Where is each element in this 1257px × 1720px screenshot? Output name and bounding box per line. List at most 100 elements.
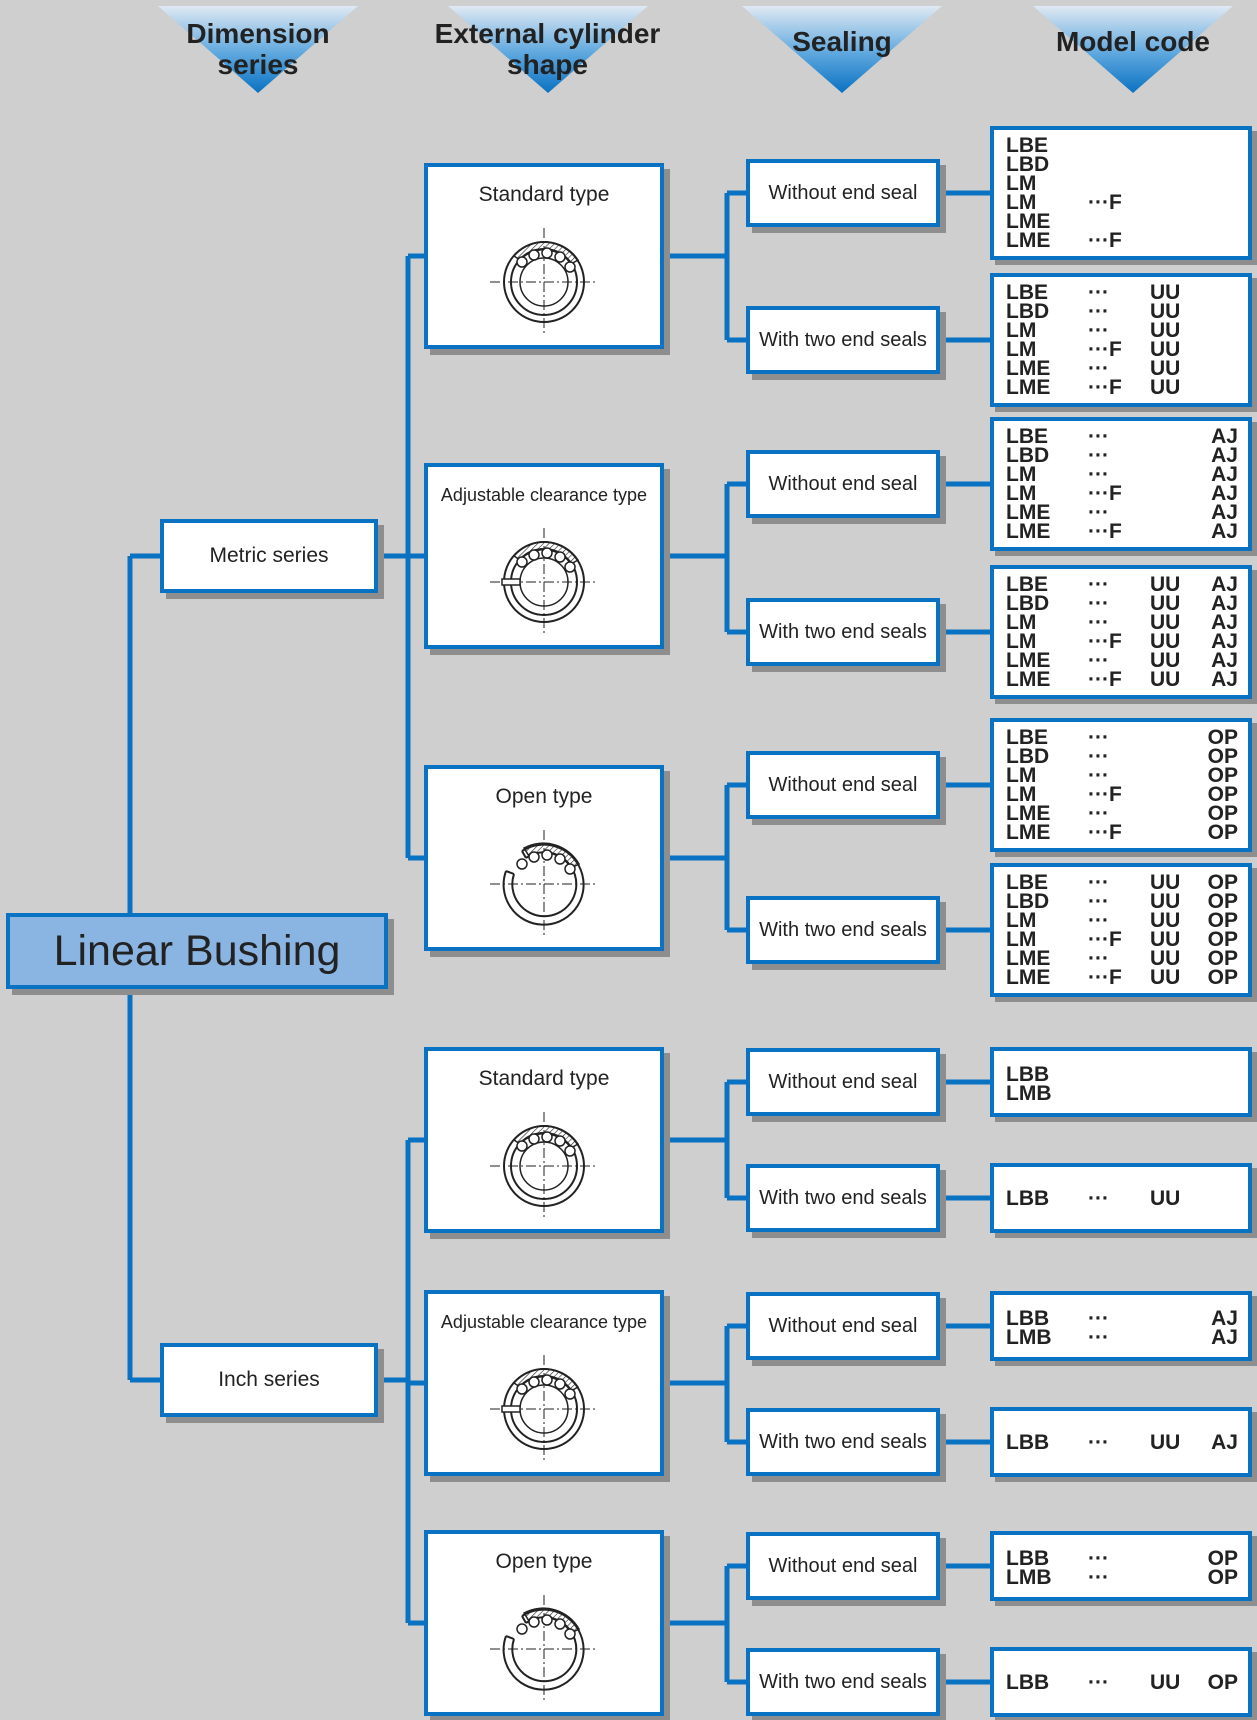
model-suffix-f: ··· bbox=[1088, 1547, 1109, 1570]
seal-code: UU bbox=[1150, 947, 1181, 970]
model-prefix: LMB bbox=[1006, 1082, 1052, 1105]
model-suffix-f: ···F bbox=[1088, 928, 1122, 951]
seal-label: Without end seal bbox=[768, 774, 918, 796]
shape-box: Adjustable clearance type bbox=[424, 463, 664, 649]
model-prefix: LBD bbox=[1006, 745, 1050, 768]
model-suffix-f: ··· bbox=[1088, 281, 1109, 304]
model-code-row: LME···OP bbox=[1002, 802, 1240, 825]
slit-bushing-cross-section-icon bbox=[490, 528, 598, 636]
model-code-box: LBB···UU bbox=[990, 1163, 1252, 1233]
seal-label: Without end seal bbox=[768, 182, 918, 204]
type-code: AJ bbox=[1211, 649, 1238, 672]
model-prefix: LM bbox=[1006, 783, 1037, 806]
model-code-row: LMB···AJ bbox=[1002, 1327, 1240, 1348]
model-code-row: LBB···UU bbox=[1002, 1187, 1240, 1210]
seal-label: With two end seals bbox=[759, 1187, 927, 1209]
model-prefix: LBB bbox=[1006, 1671, 1050, 1694]
model-suffix-f: ··· bbox=[1088, 444, 1109, 467]
model-code-row: LME···F bbox=[1002, 230, 1240, 251]
model-suffix-f: ··· bbox=[1088, 300, 1109, 323]
model-code-row: LBD bbox=[1002, 154, 1240, 175]
type-code: OP bbox=[1207, 783, 1238, 806]
model-prefix: LBE bbox=[1006, 871, 1048, 894]
seal-label: With two end seals bbox=[759, 621, 927, 643]
model-prefix: LME bbox=[1006, 668, 1051, 691]
model-suffix-f: ··· bbox=[1088, 726, 1109, 749]
model-prefix: LBE bbox=[1006, 726, 1048, 749]
model-prefix: LME bbox=[1006, 357, 1051, 380]
root-linear-bushing: Linear Bushing bbox=[6, 913, 388, 989]
header-dimension-series: Dimension series bbox=[186, 18, 330, 80]
model-prefix: LBB bbox=[1006, 1187, 1050, 1210]
type-code: OP bbox=[1207, 764, 1238, 787]
model-code-row: LBE···UU bbox=[1002, 281, 1240, 304]
header-external-cylinder-shape: External cylinder shape bbox=[434, 18, 661, 80]
model-prefix: LM bbox=[1006, 928, 1037, 951]
model-suffix-f: ···F bbox=[1088, 482, 1122, 505]
model-code-row: LBB bbox=[1002, 1064, 1240, 1085]
shape-label: Adjustable clearance type bbox=[440, 1312, 648, 1332]
model-prefix: LBD bbox=[1006, 890, 1050, 913]
type-code: AJ bbox=[1211, 630, 1238, 653]
model-suffix-f: ··· bbox=[1088, 573, 1109, 596]
seal-code: UU bbox=[1150, 928, 1181, 951]
seal-label: With two end seals bbox=[759, 1671, 927, 1693]
model-code-row: LM bbox=[1002, 173, 1240, 194]
seal-code: UU bbox=[1150, 319, 1181, 342]
model-prefix: LBE bbox=[1006, 425, 1048, 448]
model-code-row: LBE···AJ bbox=[1002, 425, 1240, 448]
series-label: Metric series bbox=[209, 544, 329, 567]
shape-box: Standard type bbox=[424, 1047, 664, 1233]
model-code-row: LM···UU bbox=[1002, 319, 1240, 342]
model-prefix: LME bbox=[1006, 376, 1051, 399]
series-label: Inch series bbox=[218, 1368, 320, 1391]
model-suffix-f: ··· bbox=[1088, 1307, 1109, 1330]
model-suffix-f: ···F bbox=[1088, 191, 1122, 214]
seal-code: UU bbox=[1150, 1187, 1181, 1210]
model-code-row: LBD···UU bbox=[1002, 300, 1240, 323]
type-code: OP bbox=[1207, 890, 1238, 913]
model-prefix: LM bbox=[1006, 482, 1037, 505]
seal-box: With two end seals bbox=[746, 1164, 940, 1232]
series-box-inch: Inch series bbox=[160, 1343, 378, 1417]
seal-box: Without end seal bbox=[746, 159, 940, 227]
model-suffix-f: ···F bbox=[1088, 668, 1122, 691]
seal-label: Without end seal bbox=[768, 1555, 918, 1577]
seal-box: Without end seal bbox=[746, 450, 940, 518]
model-suffix-f: ··· bbox=[1088, 947, 1109, 970]
seal-code: UU bbox=[1150, 649, 1181, 672]
open-bushing-cross-section-icon bbox=[490, 830, 598, 938]
type-code: AJ bbox=[1211, 1431, 1238, 1454]
model-prefix: LBE bbox=[1006, 573, 1048, 596]
seal-box: Without end seal bbox=[746, 751, 940, 819]
model-suffix-f: ···F bbox=[1088, 376, 1122, 399]
slit-bushing-cross-section-icon bbox=[490, 1355, 598, 1463]
shape-box: Standard type bbox=[424, 163, 664, 349]
type-code: AJ bbox=[1211, 520, 1238, 543]
seal-box: With two end seals bbox=[746, 1408, 940, 1476]
shape-label: Standard type bbox=[478, 183, 610, 206]
seal-code: UU bbox=[1150, 611, 1181, 634]
seal-code: UU bbox=[1150, 890, 1181, 913]
model-prefix: LBB bbox=[1006, 1431, 1050, 1454]
shape-label: Standard type bbox=[478, 1067, 610, 1090]
model-prefix: LBE bbox=[1006, 134, 1048, 157]
seal-code: UU bbox=[1150, 1431, 1181, 1454]
seal-box: With two end seals bbox=[746, 598, 940, 666]
seal-code: UU bbox=[1150, 909, 1181, 932]
seal-label: With two end seals bbox=[759, 329, 927, 351]
type-code: OP bbox=[1207, 802, 1238, 825]
